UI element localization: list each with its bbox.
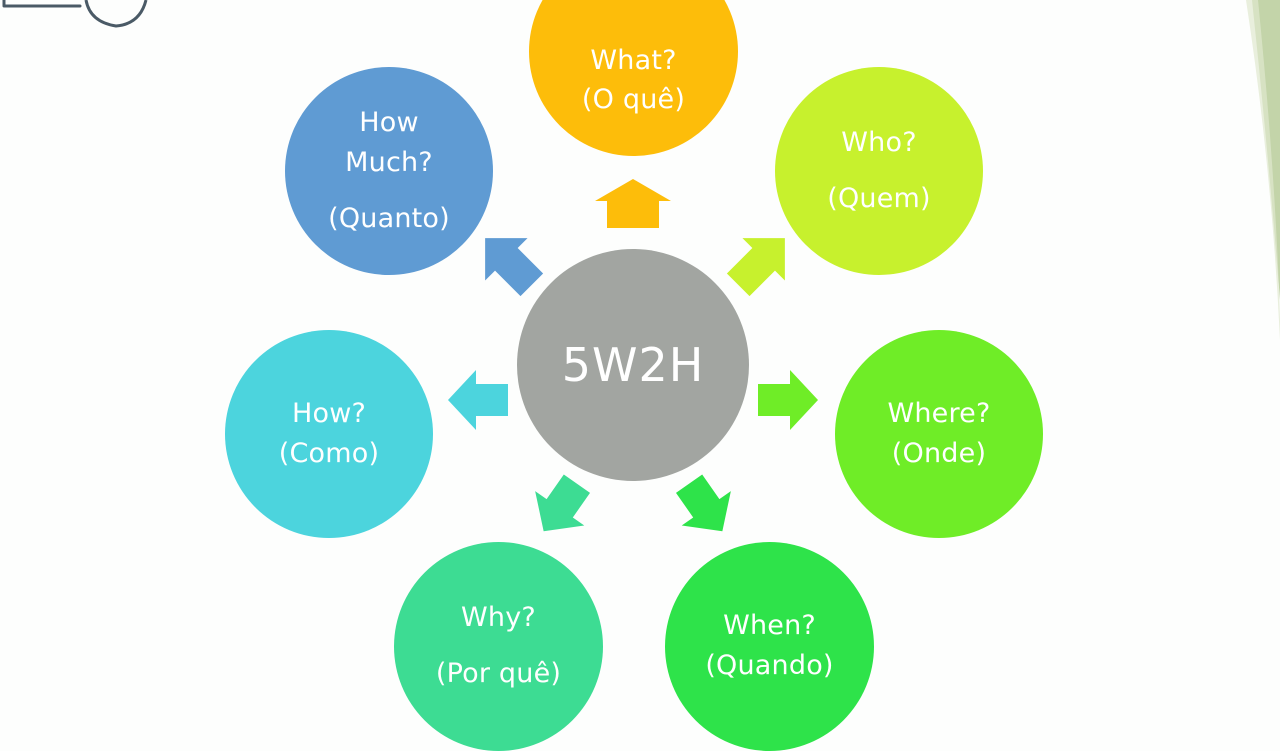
node-why: Why? (Por quê): [394, 542, 603, 751]
node-how-much-label-line2: Much?: [345, 147, 433, 178]
node-when: When? (Quando): [665, 542, 874, 751]
node-who-label: Who?: [841, 127, 917, 158]
node-how: How? (Como): [225, 330, 433, 538]
node-what: What? (O quê): [529, 0, 738, 156]
node-where-label: Where?: [887, 398, 991, 429]
node-how-much-label-line1: How: [359, 107, 419, 138]
arrow-to-why: [535, 474, 591, 532]
arrow-to-what: [595, 179, 671, 228]
node-how-translation: (Como): [278, 438, 380, 469]
corner-band-shade: [1246, 0, 1280, 340]
node-when-translation: (Quando): [705, 650, 834, 681]
center-hub: 5W2H: [517, 249, 749, 481]
diagram-arrows: [448, 179, 818, 532]
arrow-to-how-much: [485, 238, 544, 297]
node-how-much: How Much? (Quanto): [285, 67, 493, 275]
corner-band: [1252, 0, 1280, 300]
node-what-translation: (O quê): [581, 83, 686, 115]
node-where-translation: (Onde): [891, 438, 987, 469]
node-how-label: How?: [291, 398, 367, 429]
arrow-to-where: [758, 370, 818, 430]
node-why-label: Why?: [461, 602, 536, 633]
center-label: 5W2H: [561, 338, 705, 392]
node-why-translation: (Por quê): [435, 658, 562, 689]
node-who: Who? (Quem): [775, 67, 983, 275]
arrow-to-when: [675, 474, 731, 532]
arrow-to-who: [726, 238, 785, 297]
node-when-label: When?: [723, 610, 816, 641]
node-where: Where? (Onde): [835, 330, 1043, 538]
node-who-translation: (Quem): [827, 183, 931, 214]
node-what-label: What?: [590, 44, 677, 76]
arrow-to-how: [448, 370, 508, 430]
logo-icon: [2, 0, 148, 28]
node-how-much-translation: (Quanto): [328, 203, 450, 234]
